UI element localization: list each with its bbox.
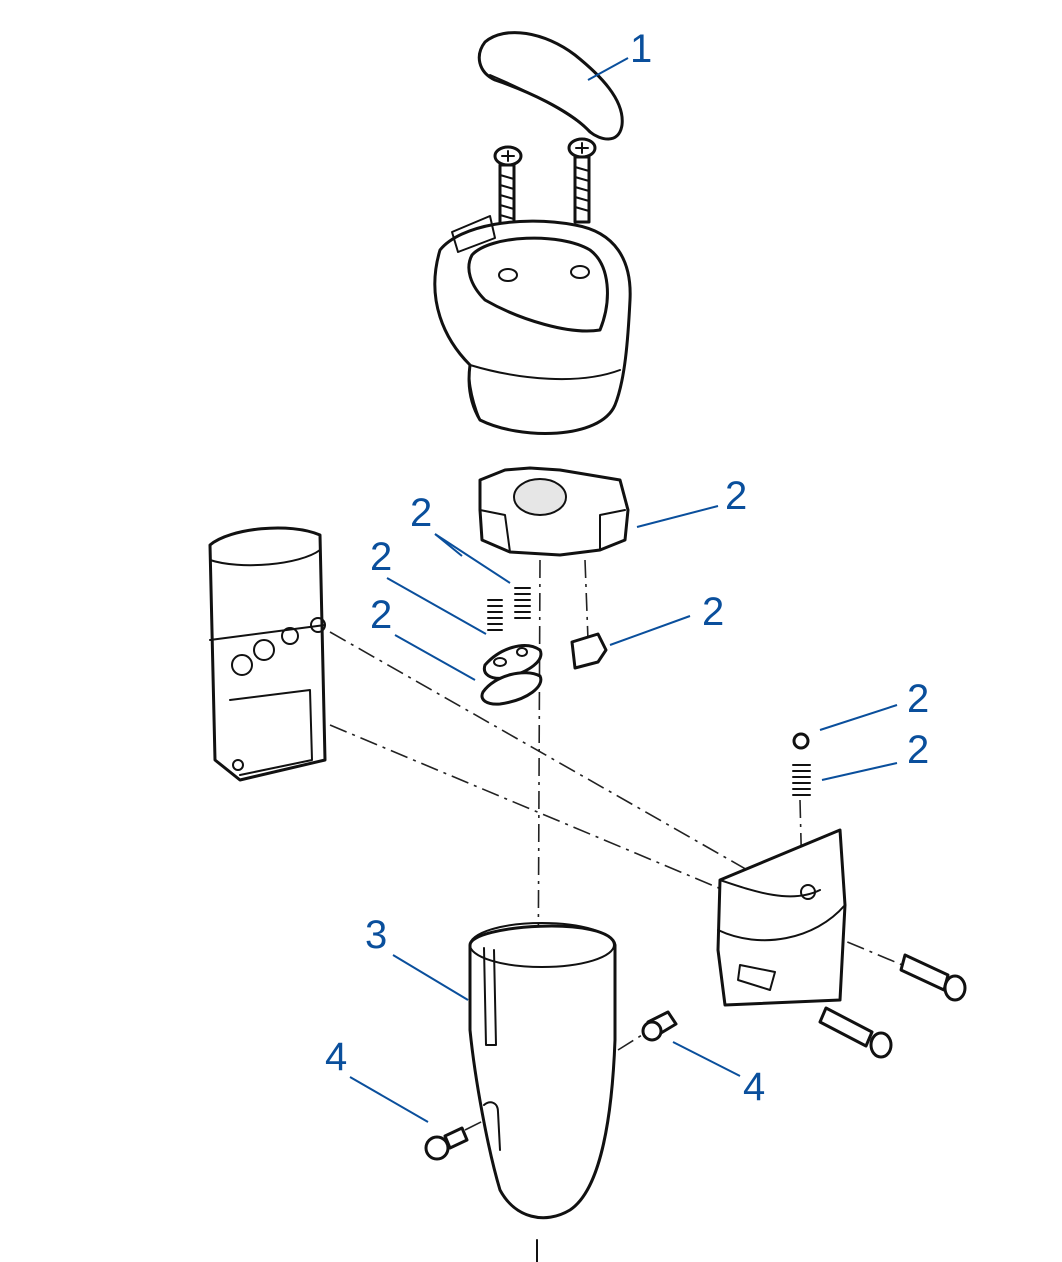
callout-4-left: 4 xyxy=(325,1035,347,1079)
callout-2-ball: 2 xyxy=(907,677,929,721)
callout-2-plate: 2 xyxy=(370,535,392,579)
detent-ball xyxy=(792,732,810,750)
callout-3: 3 xyxy=(365,913,387,957)
callout-2-ring: 2 xyxy=(370,593,392,637)
sleeve-screw-left xyxy=(424,1126,469,1161)
knob-screw-right xyxy=(567,137,597,224)
spring-pair xyxy=(487,587,531,631)
callout-1: 1 xyxy=(630,27,652,71)
o-ring xyxy=(480,671,543,706)
sleeve-screw-right xyxy=(641,1010,678,1042)
sleeve xyxy=(468,922,617,1220)
assembly-axes xyxy=(329,159,951,1131)
callout-2-springs: 2 xyxy=(410,491,432,535)
detent-plate xyxy=(482,644,543,680)
housing-screw-upper xyxy=(899,953,967,1002)
detent-spring xyxy=(792,764,811,796)
callout-2-block: 2 xyxy=(702,590,724,634)
knob-screw-left xyxy=(493,145,523,232)
knob-cap xyxy=(477,31,624,141)
detent-housing xyxy=(716,828,847,1007)
detent-block xyxy=(570,632,608,670)
callouts: 1 2 2 2 2 2 2 2 3 4 4 xyxy=(325,27,929,1109)
callout-leaders xyxy=(349,57,898,1123)
callout-4-right: 4 xyxy=(743,1065,765,1109)
housing-screw-lower xyxy=(818,1006,893,1059)
gate-housing xyxy=(208,526,327,782)
callout-2-cam: 2 xyxy=(725,474,747,518)
knob-housing xyxy=(433,215,632,435)
shift-cam xyxy=(478,466,630,557)
callout-2-spring: 2 xyxy=(907,728,929,772)
